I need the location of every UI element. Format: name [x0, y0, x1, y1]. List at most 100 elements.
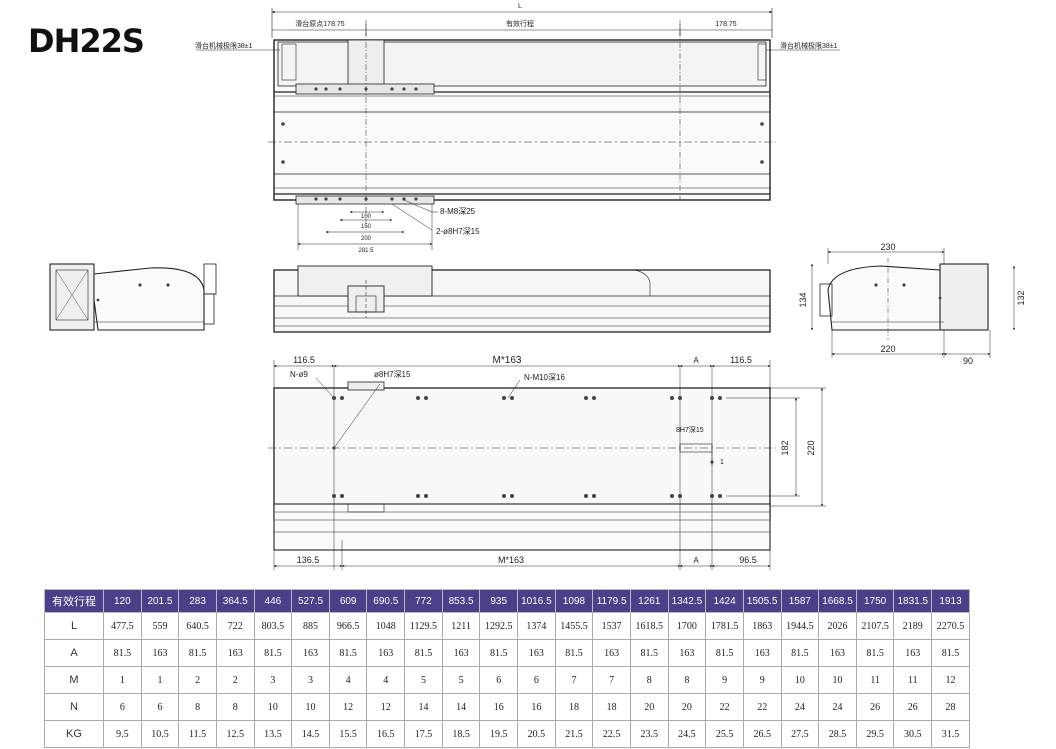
dim-bottom-left: 136.5: [297, 555, 320, 565]
table-cell: 885: [291, 612, 330, 640]
table-cell: 7: [592, 666, 631, 694]
table-cell: 1618.5: [629, 612, 669, 640]
table-cell: 477.5: [103, 612, 142, 640]
dim-220: 220: [880, 344, 895, 354]
table-cell: 2189: [893, 612, 933, 640]
table-cell: 5: [441, 666, 481, 694]
dim-132: 132: [1016, 290, 1026, 305]
stroke-col-header: 120: [103, 589, 142, 613]
hole-callout: 8-M8深25: [440, 207, 476, 216]
slider-origin-label: 滑台原点178.75: [295, 19, 345, 28]
table-cell: 1455.5: [554, 612, 594, 640]
slot-depth-label: 1: [720, 459, 724, 466]
table-cell: 81.5: [103, 639, 142, 667]
stroke-header: 有效行程: [44, 589, 104, 613]
pin-callout: 2-ø8H7深15: [436, 227, 480, 236]
table-cell: 7: [554, 666, 594, 694]
table-cell: 24: [818, 693, 857, 721]
table-cell: 1292.5: [479, 612, 519, 640]
table-cell: 81.5: [705, 639, 744, 667]
table-cell: 9: [742, 666, 782, 694]
bottom-view: [268, 360, 826, 570]
table-cell: 966.5: [328, 612, 368, 640]
stroke-col-header: 1016.5: [517, 589, 556, 613]
table-cell: 163: [667, 639, 707, 667]
table-cell: 28: [931, 693, 970, 721]
dim-bottom-a: A: [693, 556, 699, 565]
table-cell: 14: [441, 693, 481, 721]
dim-182: 182: [780, 440, 790, 455]
table-cell: 81.5: [328, 639, 368, 667]
end-view-labels: 230 134 132 220 90: [798, 242, 1026, 366]
table-cell: 26: [855, 693, 895, 721]
table-cell: 10: [780, 666, 820, 694]
table-cell: 4: [328, 666, 368, 694]
table-cell: 20.5: [517, 720, 556, 748]
table-cell: 13.5: [253, 720, 293, 748]
table-cell: 8: [667, 666, 707, 694]
top-view-labels: L 滑台原点178.75 有效行程 178.75 滑台机械极限38±1 滑台机械…: [195, 3, 838, 254]
stroke-col-header: 1424: [705, 589, 744, 613]
table-cell: 81.5: [253, 639, 293, 667]
table-cell: 1944.5: [780, 612, 820, 640]
stroke-col-header: 1831.5: [893, 589, 933, 613]
table-cell: 1700: [667, 612, 707, 640]
dim-l: L: [518, 3, 522, 10]
dim-top-right: 116.5: [730, 355, 752, 365]
left-limit-label: 滑台机械极限38±1: [195, 41, 253, 50]
stroke-col-header: 1668.5: [818, 589, 857, 613]
table-cell: 21.5: [554, 720, 594, 748]
table-cell: 1048: [366, 612, 406, 640]
table-cell: 28.5: [818, 720, 857, 748]
table-cell: 6: [479, 666, 519, 694]
table-cell: 26: [893, 693, 933, 721]
stroke-col-header: 1342.5: [667, 589, 707, 613]
technical-drawing: L 滑台原点178.75 有效行程 178.75 滑台机械极限38±1 滑台机械…: [49, 3, 1026, 570]
stroke-col-header: 690.5: [366, 589, 406, 613]
pin-hole-label: ø8H7深15: [374, 370, 411, 379]
n-hole-label: N-ø9: [290, 370, 308, 379]
stroke-col-header: 1587: [780, 589, 820, 613]
table-cell: 22: [742, 693, 782, 721]
stroke-col-header: 364.5: [215, 589, 255, 613]
table-cell: 24: [780, 693, 820, 721]
table-cell: 163: [291, 639, 330, 667]
table-cell: 803.5: [253, 612, 293, 640]
table-cell: 1781.5: [705, 612, 744, 640]
row-label: KG: [44, 720, 104, 748]
right-dim-label: 178.75: [715, 21, 737, 28]
table-cell: 163: [592, 639, 631, 667]
table-cell: 163: [818, 639, 857, 667]
stroke-col-header: 446: [253, 589, 293, 613]
table-cell: 15.5: [328, 720, 368, 748]
dim-bottom-right: 96.5: [739, 555, 757, 565]
table-cell: 12: [931, 666, 970, 694]
table-cell: 81.5: [178, 639, 217, 667]
table-cell: 2: [178, 666, 217, 694]
table-cell: 1863: [742, 612, 782, 640]
stroke-col-header: 853.5: [441, 589, 481, 613]
table-cell: 18: [554, 693, 594, 721]
table-cell: 18.5: [441, 720, 481, 748]
table-cell: 163: [893, 639, 933, 667]
table-cell: 163: [517, 639, 556, 667]
dim-230: 230: [880, 242, 895, 252]
table-cell: 1129.5: [404, 612, 443, 640]
table-cell: 10: [253, 693, 293, 721]
table-cell: 8: [178, 693, 217, 721]
table-cell: 722: [215, 612, 255, 640]
stroke-col-header: 1098: [554, 589, 594, 613]
table-cell: 25.5: [705, 720, 744, 748]
table-cell: 163: [140, 639, 180, 667]
dim-90: 90: [963, 356, 973, 366]
table-cell: 16.5: [366, 720, 406, 748]
table-cell: 1211: [441, 612, 481, 640]
effective-stroke-label: 有效行程: [506, 19, 534, 28]
table-cell: 6: [140, 693, 180, 721]
dim-bottom-pitch: M*163: [498, 555, 524, 565]
table-cell: 11.5: [178, 720, 217, 748]
table-cell: 163: [215, 639, 255, 667]
